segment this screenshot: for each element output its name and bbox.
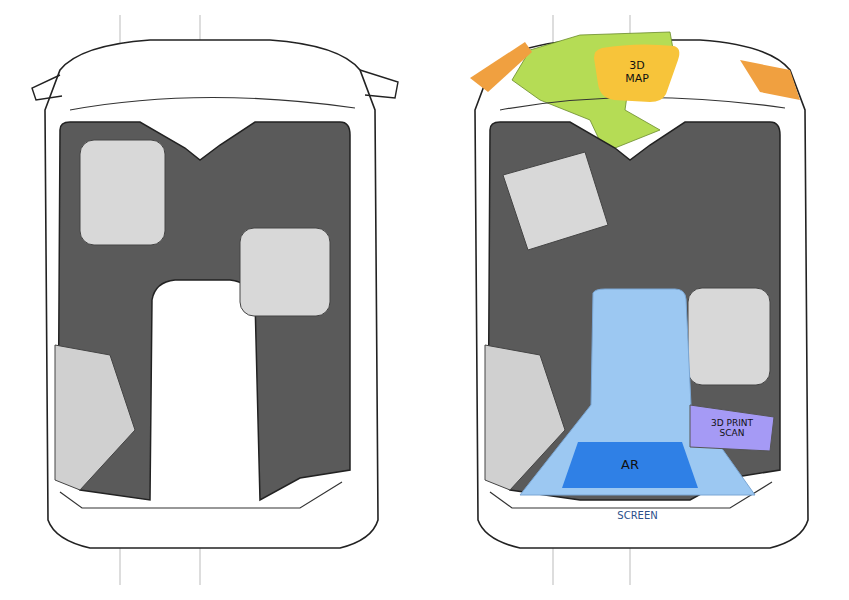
orange-wing (470, 42, 532, 92)
zone-outline (520, 289, 755, 495)
seat (688, 288, 770, 385)
zone-label: AR (621, 458, 639, 473)
seat (503, 152, 608, 250)
floor-line (60, 482, 342, 508)
orange-wing (740, 60, 800, 100)
dash-line (70, 97, 355, 110)
zone-label: 3D PRINT SCAN (702, 418, 762, 439)
right-car (470, 32, 808, 548)
car-body (45, 40, 378, 548)
ar-zone: AR (560, 440, 700, 490)
zone-shape (515, 285, 760, 525)
mirror (32, 75, 62, 100)
left-car (32, 40, 398, 548)
zone-label: 3D MAP (617, 60, 657, 85)
zone-outline (594, 44, 679, 102)
seat (80, 140, 165, 245)
car-body (475, 40, 808, 548)
seat (240, 228, 330, 316)
mirror (360, 70, 398, 98)
zone-outline (690, 405, 774, 451)
zone-label: SCREEN (617, 510, 657, 522)
map-zone: 3D MAP (592, 42, 682, 104)
zone-outline (562, 442, 698, 488)
screen-zone: SCREEN AR (515, 285, 760, 525)
seat (55, 345, 135, 490)
print-scan-zone: 3D PRINT SCAN (688, 403, 776, 453)
